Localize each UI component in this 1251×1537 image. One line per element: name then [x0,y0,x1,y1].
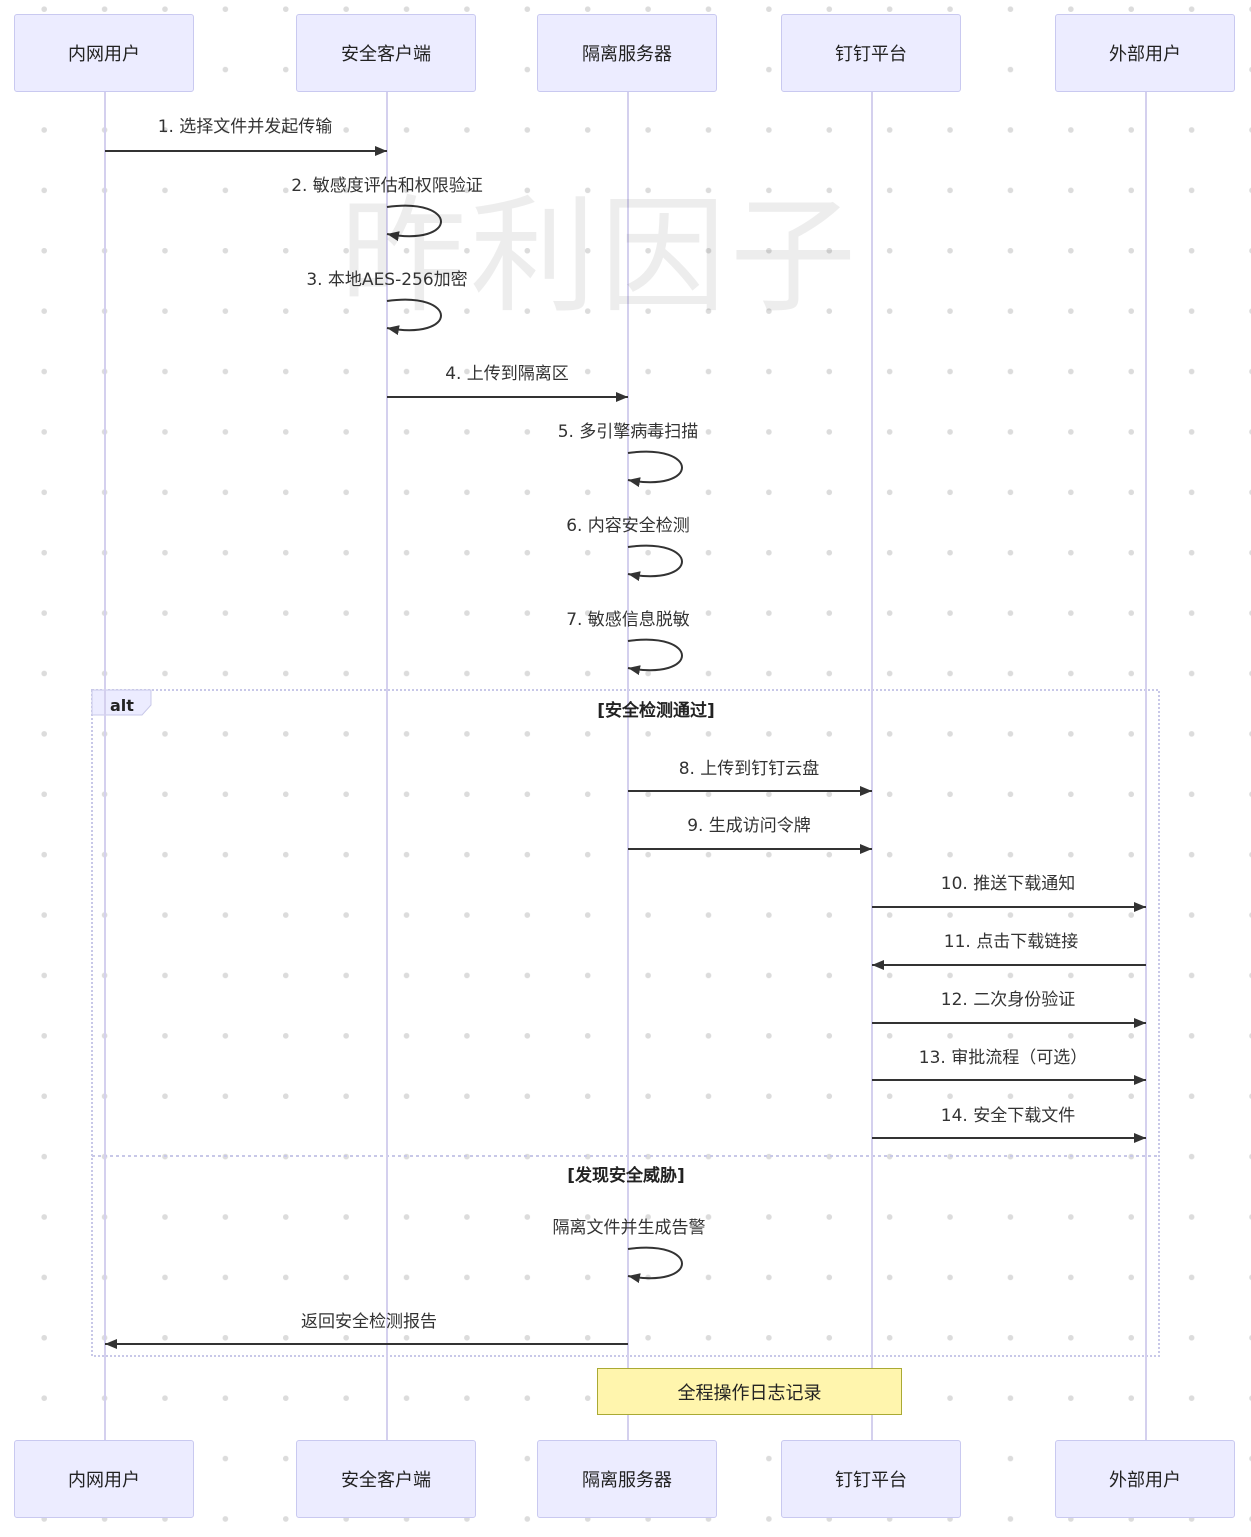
alt-condition-pass: [安全检测通过] [597,701,715,721]
self-loop-arrow-6 [627,544,683,582]
actor-dingtalk-bottom: 钉钉平台 [781,1440,961,1518]
message-label-4: 4. 上传到隔离区 [445,364,569,384]
message-label-3: 3. 本地AES-256加密 [306,270,468,290]
self-loop-arrow-2 [386,204,442,242]
self-loop-arrow-7 [627,638,683,676]
note-audit-log: 全程操作日志记录 [597,1368,902,1415]
self-loop-arrow-5 [627,450,683,488]
alt-fragment-label: alt [110,696,134,715]
message-label-6: 6. 内容安全检测 [566,516,690,536]
actor-dingtalk-top: 钉钉平台 [781,14,961,92]
message-label-14: 14. 安全下载文件 [940,1106,1076,1126]
actor-isolation-server-top: 隔离服务器 [537,14,717,92]
actor-secure-client-bottom: 安全客户端 [296,1440,476,1518]
message-label-11: 11. 点击下载链接 [943,932,1079,952]
alt-condition-threat: [发现安全威胁] [567,1166,685,1186]
message-label-10: 10. 推送下载通知 [940,874,1076,894]
actor-secure-client-top: 安全客户端 [296,14,476,92]
message-label-report: 返回安全检测报告 [301,1312,437,1332]
actor-external-user-bottom: 外部用户 [1055,1440,1235,1518]
message-label-alert: 隔离文件并生成告警 [552,1218,706,1238]
message-label-7: 7. 敏感信息脱敏 [566,610,690,630]
message-label-13: 13. 审批流程（可选） [918,1048,1088,1068]
message-label-8: 8. 上传到钉钉云盘 [678,759,820,779]
actor-intranet-user-top: 内网用户 [14,14,194,92]
message-label-1: 1. 选择文件并发起传输 [157,117,333,137]
alt-frame [91,689,1160,1357]
message-label-2: 2. 敏感度评估和权限验证 [291,176,483,196]
self-loop-arrow-15 [627,1246,683,1284]
actor-isolation-server-bottom: 隔离服务器 [537,1440,717,1518]
actor-intranet-user-bottom: 内网用户 [14,1440,194,1518]
alt-tab [91,689,152,716]
message-label-5: 5. 多引擎病毒扫描 [557,422,699,442]
message-label-12: 12. 二次身份验证 [940,990,1076,1010]
self-loop-arrow-3 [386,298,442,336]
message-label-9: 9. 生成访问令牌 [687,816,811,836]
actor-external-user-top: 外部用户 [1055,14,1235,92]
